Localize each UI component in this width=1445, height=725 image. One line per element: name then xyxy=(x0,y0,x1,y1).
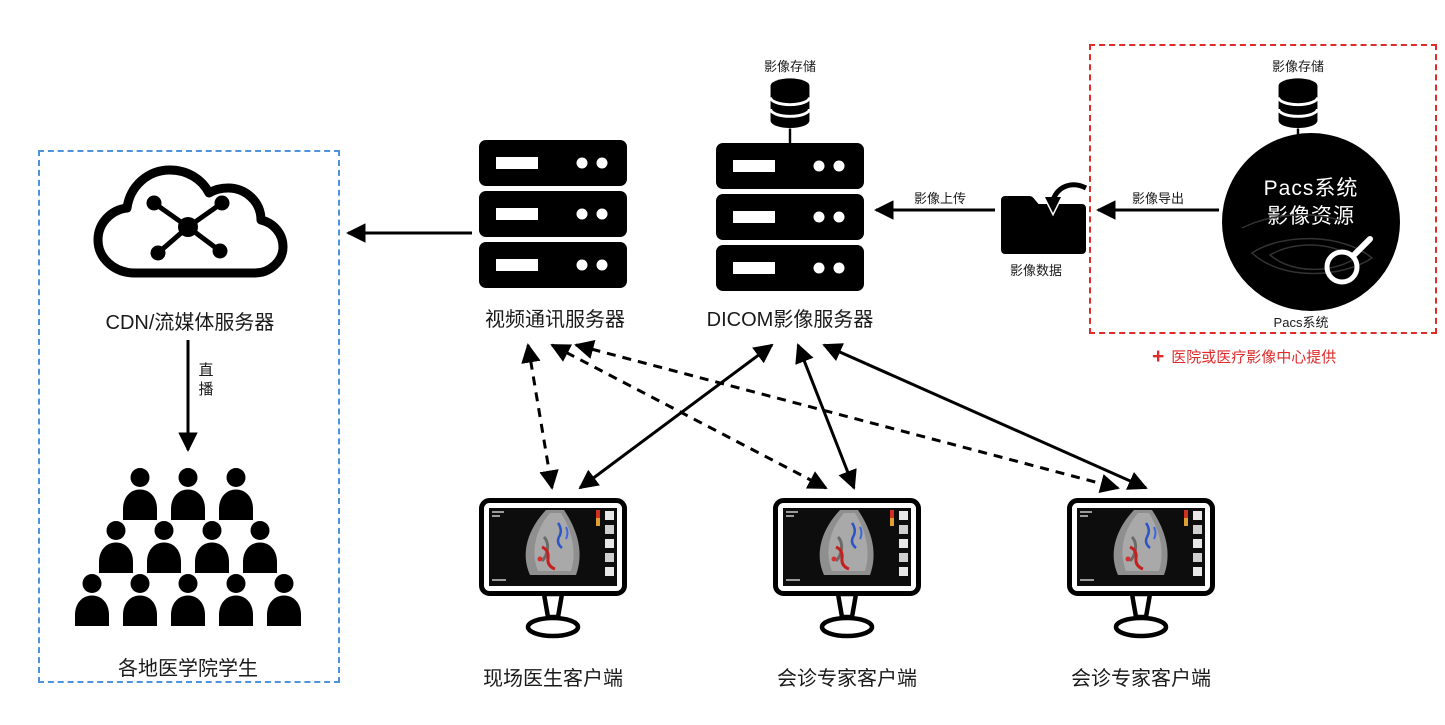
upload-arrow-label: 影像上传 xyxy=(913,191,966,206)
cdn-label: CDN/流媒体服务器 xyxy=(105,312,275,334)
client2-monitor-icon xyxy=(772,497,922,642)
client3-label: 会诊专家客户端 xyxy=(1071,668,1211,690)
magnifier-icon xyxy=(1324,236,1373,285)
client2-label: 会诊专家客户端 xyxy=(777,668,917,690)
pacs-system-node: Pacs系统 影像资源 xyxy=(1222,133,1400,311)
dicom-server-icon xyxy=(716,143,864,291)
client1-label: 现场医生客户端 xyxy=(483,668,623,690)
provider-note-text: 医院或医疗影像中心提供 xyxy=(1171,349,1337,366)
pacs-storage-label: 影像存储 xyxy=(1271,59,1324,74)
video-server-label: 视频通讯服务器 xyxy=(485,309,625,331)
dicom-database-icon xyxy=(768,76,812,146)
pacs-provider-box xyxy=(1089,44,1437,334)
dicom-server-label: DICOM影像服务器 xyxy=(706,309,874,331)
pacs-caption: Pacs系统 xyxy=(1273,315,1329,330)
arrow-dicom-client1 xyxy=(578,343,774,490)
arrow-video-client1 xyxy=(521,343,559,490)
cloud-network-icon xyxy=(93,165,288,278)
live-stream-label: 直播 xyxy=(198,362,214,398)
export-arrow-label: 影像导出 xyxy=(1131,191,1184,206)
plus-icon: + xyxy=(1152,345,1165,368)
folder-label: 影像数据 xyxy=(1009,263,1062,278)
client3-monitor-icon xyxy=(1066,497,1216,642)
pacs-circle-subtitle: 影像资源 xyxy=(1267,205,1355,229)
students-label: 各地医学院学生 xyxy=(118,658,258,680)
students-group-icon xyxy=(75,468,301,626)
arrow-video-client2 xyxy=(550,343,828,490)
client1-monitor-icon xyxy=(478,497,628,642)
arrow-dicom-client3 xyxy=(822,343,1148,490)
cdn-students-box xyxy=(38,150,340,683)
dicom-storage-label: 影像存储 xyxy=(763,59,816,74)
provider-note: + 医院或医疗影像中心提供 xyxy=(1152,346,1336,367)
pacs-circle-title: Pacs系统 xyxy=(1263,177,1359,200)
video-server-icon xyxy=(479,140,627,288)
folder-import-icon xyxy=(1001,180,1089,254)
